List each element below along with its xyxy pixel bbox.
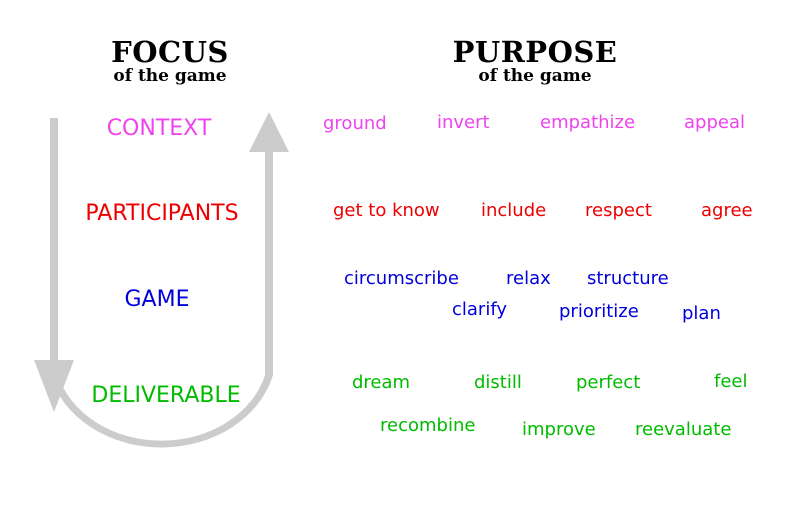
purpose-header: PURPOSE of the game (440, 38, 630, 85)
focus-participants: PARTICIPANTS (85, 201, 239, 226)
purpose-word: feel (714, 371, 748, 392)
focus-context: CONTEXT (106, 116, 212, 141)
purpose-subtitle: of the game (478, 66, 592, 86)
focus-subtitle: of the game (113, 66, 227, 86)
purpose-word: respect (585, 200, 652, 221)
purpose-word: invert (437, 112, 490, 133)
purpose-word: include (481, 200, 547, 221)
purpose-word: appeal (684, 112, 745, 133)
purpose-word: improve (522, 419, 596, 440)
purpose-word: circumscribe (344, 268, 459, 289)
purpose-word: perfect (576, 372, 641, 393)
purpose-word: get to know (333, 200, 440, 221)
focus-title: FOCUS (111, 35, 229, 69)
purpose-word: reevaluate (635, 419, 732, 440)
purpose-word: distill (474, 372, 522, 393)
purpose-word: structure (587, 268, 669, 289)
purpose-word: ground (323, 113, 387, 134)
purpose-word: agree (701, 200, 753, 221)
purpose-title: PURPOSE (452, 35, 618, 69)
focus-deliverable: DELIVERABLE (91, 383, 241, 408)
purpose-word: empathize (540, 112, 636, 133)
purpose-word: dream (352, 372, 411, 393)
arrow-head-down (34, 360, 74, 412)
purpose-word: recombine (380, 415, 476, 436)
focus-game: GAME (124, 287, 190, 312)
purpose-word: clarify (452, 299, 508, 320)
focus-header: FOCUS of the game (90, 38, 250, 85)
purpose-word: relax (506, 268, 551, 289)
purpose-word: plan (682, 303, 721, 324)
arrow-head-up (249, 112, 289, 152)
purpose-word: prioritize (559, 301, 639, 322)
